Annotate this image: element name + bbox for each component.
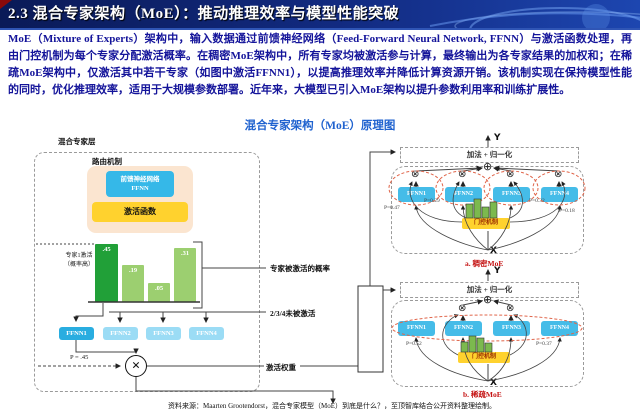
expert-box-ffnn1: FFNN1 bbox=[59, 327, 94, 340]
sparse-expert-ffnn1: FFNN1 bbox=[398, 321, 435, 336]
moe-layer-label: 混合专家层 bbox=[58, 137, 96, 146]
sparse-y-label: Y bbox=[494, 266, 501, 276]
dense-x-label: X bbox=[490, 246, 497, 256]
dense-multiply-icon-1: ⊗ bbox=[411, 169, 420, 180]
dense-prob-4: P=0.18 bbox=[559, 208, 575, 214]
dense-multiply-icon-2: ⊗ bbox=[458, 169, 467, 180]
weight-label: P = .45 bbox=[70, 354, 89, 361]
sparse-prob-2: P=0.37 bbox=[536, 341, 552, 347]
dense-plus-icon: ⊕ bbox=[483, 160, 493, 173]
bar-label: .05 bbox=[154, 285, 164, 292]
figure-title: 混合专家架构（MoE）原理图 bbox=[244, 120, 396, 132]
expert-note-line1: 专家1激活 bbox=[65, 253, 93, 259]
dense-expert-ffnn4: FFNN4 bbox=[541, 187, 578, 202]
dense-caption: a. 稠密MoE bbox=[465, 259, 504, 268]
expert-note: 专家1激活 （概率高） bbox=[57, 250, 101, 268]
bar-label: .31 bbox=[180, 250, 190, 257]
activation-box: 激活函数 bbox=[92, 202, 188, 222]
sparse-prob-1: P=0.52 bbox=[406, 341, 422, 347]
dense-y-label: Y bbox=[494, 133, 501, 143]
multiply-icon: × bbox=[125, 355, 147, 377]
bar-label: .45 bbox=[102, 246, 111, 253]
sparse-caption: b. 稀疏MoE bbox=[463, 390, 502, 399]
header: 2.3 混合专家架构（MoE）：推动推理效率与模型性能突破 bbox=[0, 0, 640, 30]
annotation-activation-weight: 激活权重 bbox=[266, 363, 296, 372]
dense-prob-1: P=0.47 bbox=[384, 205, 400, 211]
dense-gate-box: 门控机制 bbox=[462, 218, 510, 229]
expert-box-ffnn4: FFNN4 bbox=[189, 327, 224, 340]
router-label: 路由机制 bbox=[92, 157, 122, 166]
bar-ffnn2: .19 bbox=[122, 265, 144, 302]
corner-accent-icon bbox=[0, 0, 12, 9]
intro-paragraph: MoE（Mixture of Experts）架构中，输入数据通过前馈神经网络（… bbox=[8, 33, 632, 96]
sparse-multiply-icon-3: ⊗ bbox=[506, 303, 515, 314]
ffnn-main-box: 前馈神经网络 FFNN bbox=[106, 171, 174, 197]
dense-multiply-icon-3: ⊗ bbox=[506, 169, 515, 180]
ffnn-main-line2: FFNN bbox=[131, 185, 149, 192]
dense-expert-ffnn2: FFNN2 bbox=[445, 187, 482, 202]
bar-ffnn4: .31 bbox=[174, 248, 196, 302]
dense-expert-ffnn3: FFNN3 bbox=[493, 187, 530, 202]
dense-prob-3: P=0.32 bbox=[529, 198, 545, 204]
annotation-activation-probability: 专家被激活的概率 bbox=[270, 264, 330, 273]
annotation-not-activated: 2/3/4未被激活 bbox=[270, 309, 316, 318]
expert-note-line2: （概率高） bbox=[63, 262, 94, 268]
source-note: 资料来源：Maarten Grootendorst，混合专家模型（MoE）到底是… bbox=[168, 402, 497, 410]
sparse-plus-icon: ⊕ bbox=[483, 293, 493, 306]
sparse-multiply-icon-2: ⊗ bbox=[458, 303, 467, 314]
sparse-expert-ffnn3: FFNN3 bbox=[493, 321, 530, 336]
page-title: 2.3 混合专家架构（MoE）：推动推理效率与模型性能突破 bbox=[8, 6, 400, 22]
ffnn-main-line1: 前馈神经网络 bbox=[120, 176, 160, 183]
sparse-expert-ffnn4: FFNN4 bbox=[541, 321, 578, 336]
expert-box-ffnn2: FFNN2 bbox=[103, 327, 138, 340]
dense-multiply-icon-4: ⊗ bbox=[554, 169, 563, 180]
sparse-panel bbox=[391, 300, 584, 387]
bar-ffnn1: .45 bbox=[95, 244, 118, 302]
bar-ffnn3: .05 bbox=[148, 283, 170, 302]
bar-label: .19 bbox=[128, 267, 138, 274]
dense-add-norm-box: 加法 + 归一化 bbox=[400, 147, 579, 163]
sparse-x-label: X bbox=[490, 378, 497, 388]
dense-prob-2: P=0.29 bbox=[424, 198, 440, 204]
sparse-expert-ffnn2: FFNN2 bbox=[445, 321, 482, 336]
sparse-add-norm-box: 加法 + 归一化 bbox=[400, 282, 579, 298]
expert-box-ffnn3: FFNN3 bbox=[146, 327, 181, 340]
sparse-gate-box: 门控机制 bbox=[458, 352, 510, 363]
